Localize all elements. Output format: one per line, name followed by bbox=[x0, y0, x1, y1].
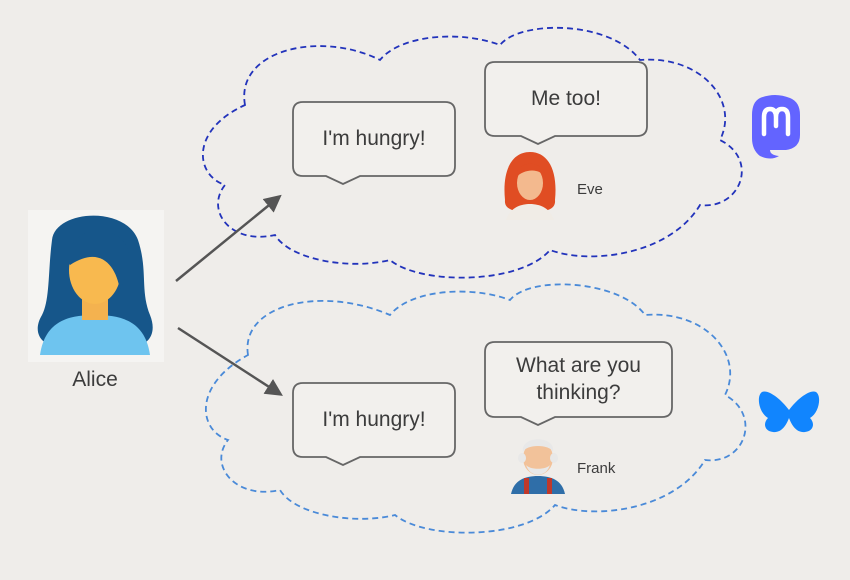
frank-reply-text: What are you thinking? bbox=[516, 354, 641, 404]
mastodon-post-text: I'm hungry! bbox=[322, 126, 426, 150]
bluesky-post-bubble bbox=[292, 382, 456, 466]
frank-avatar bbox=[511, 439, 565, 494]
mastodon-logo-icon bbox=[752, 95, 800, 159]
mastodon-post-bubble bbox=[292, 101, 456, 185]
eve-label: Eve bbox=[577, 181, 603, 198]
arrow-to-mastodon bbox=[175, 194, 282, 282]
alice-label: Alice bbox=[72, 368, 118, 391]
frank-label: Frank bbox=[577, 460, 616, 477]
eve-reply-bubble bbox=[484, 61, 648, 145]
mastodon-cloud bbox=[202, 26, 743, 279]
eve-reply-text: Me too! bbox=[530, 86, 602, 110]
bluesky-cloud bbox=[205, 283, 747, 534]
eve-avatar bbox=[504, 152, 556, 220]
bluesky-post-text: I'm hungry! bbox=[322, 407, 426, 431]
frank-reply-bubble bbox=[484, 341, 673, 426]
bluesky-butterfly-icon bbox=[758, 391, 820, 433]
arrow-to-bluesky bbox=[177, 326, 283, 396]
alice-avatar bbox=[28, 210, 164, 362]
